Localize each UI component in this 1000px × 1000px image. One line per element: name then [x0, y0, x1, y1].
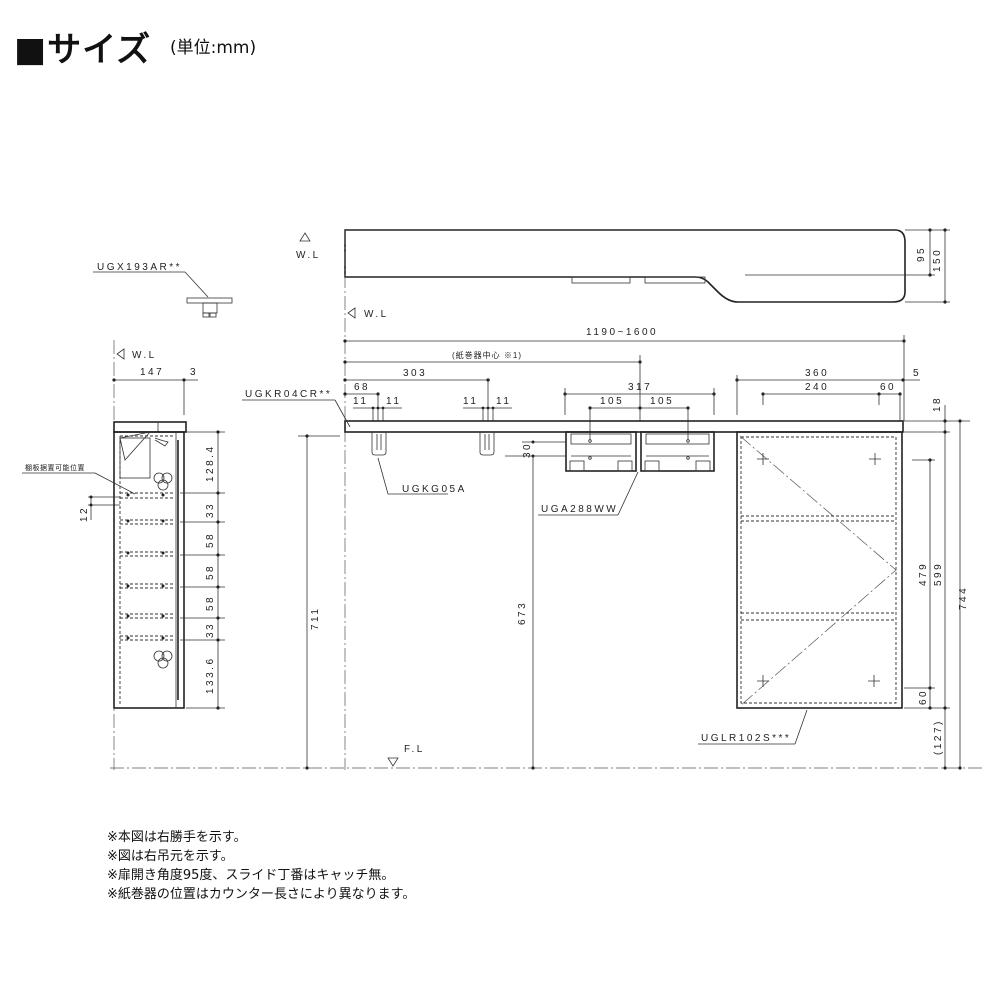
dim-holder-center: (紙巻器中心 ※1) [452, 350, 522, 360]
plan-view: 95 150 W.L [296, 228, 950, 304]
dim-60-bottom: 60 [918, 689, 929, 705]
holder-plan [571, 276, 631, 284]
shelf-positions-label: 棚板据置可能位置 [25, 463, 85, 472]
dim-303: 303 [403, 368, 427, 379]
wl-label: W.L [132, 350, 157, 361]
door-swing-lines [739, 435, 897, 707]
crosshair-marks [757, 453, 881, 687]
note: ※図は右吊元を示す。 [107, 849, 234, 864]
wl-marker-icon [116, 348, 125, 360]
dim-30: 30 [522, 442, 533, 458]
wl-label: W.L [296, 250, 321, 261]
wl-label: W.L [364, 309, 389, 320]
holder-plan [644, 276, 706, 284]
paper-holder [640, 431, 715, 472]
dim-11: 11 [353, 396, 368, 407]
dim-60: 60 [880, 382, 896, 393]
dim-127: (127) [933, 719, 944, 755]
dim-side-3: 58 [205, 532, 216, 548]
cabinet-part-label: UGLR102S*** [701, 733, 791, 744]
bracket [371, 432, 387, 456]
dim-12: 12 [79, 506, 90, 522]
note: ※扉開き角度95度、スライド丁番はキャッチ無。 [107, 868, 395, 883]
dim-599: 599 [933, 562, 944, 586]
cabinet-front [736, 431, 903, 709]
dim-744: 744 [958, 586, 969, 610]
dim-side-7: 133.6 [205, 656, 216, 694]
dim-18: 18 [932, 396, 943, 412]
dim-5: 5 [913, 368, 921, 379]
side-view: UGX193AR** W.L 147 3 [22, 262, 233, 770]
dim-150: 150 [932, 248, 943, 272]
dim-11: 11 [496, 396, 511, 407]
paper-holder-part-label: UGA288WW [541, 504, 618, 515]
wl-marker-icon [299, 232, 311, 242]
dim-side-2: 33 [205, 502, 216, 518]
counter-front [344, 420, 904, 433]
hinge-icon [153, 472, 173, 669]
dim-95: 95 [916, 246, 927, 262]
dim-711: 711 [310, 607, 321, 630]
rail-part-label: UGX193AR** [97, 262, 182, 273]
paper-holder [565, 431, 637, 472]
dim-240: 240 [805, 382, 829, 393]
dim-147: 147 [140, 367, 164, 378]
section-title: ■サイズ [14, 30, 152, 70]
dim-11: 11 [463, 396, 478, 407]
dim-side-5: 58 [205, 595, 216, 611]
fl-label: F.L [404, 744, 425, 755]
wl-marker-icon [347, 307, 356, 319]
dim-side-1: 128.4 [205, 444, 216, 482]
dim-105: 105 [600, 396, 624, 407]
note: ※本図は右勝手を示す。 [107, 830, 247, 845]
counter-part-label: UGKR04CR** [245, 389, 332, 400]
dim-360: 360 [805, 368, 829, 379]
dim-side-6: 33 [205, 622, 216, 638]
dim-479: 479 [918, 562, 929, 586]
dim-68: 68 [354, 382, 370, 393]
dim-105: 105 [650, 396, 674, 407]
shelf-positions [120, 492, 174, 641]
rail-part [186, 297, 233, 304]
dim-3: 3 [190, 367, 198, 378]
counter-plan-outline [344, 229, 906, 303]
dim-317: 317 [628, 382, 652, 393]
dim-673: 673 [517, 601, 528, 625]
front-view: W.L F.L 1190~1600 (紙巻器中心 ※1) 303 68 11 1… [110, 230, 985, 770]
side-cabinet [113, 431, 185, 709]
dim-width: 1190~1600 [586, 327, 658, 338]
unit-label: (単位:mm) [170, 38, 257, 58]
note: ※紙巻器の位置はカウンター長さにより異なります。 [107, 887, 416, 902]
side-vertical-ticks [180, 430, 225, 710]
notes: ※本図は右勝手を示す。 ※図は右吊元を示す。 ※扉開き角度95度、スライド丁番は… [107, 828, 415, 904]
fl-marker-icon [387, 757, 399, 767]
dim-11: 11 [386, 396, 401, 407]
bracket-part-label: UGKG05A [402, 484, 467, 495]
bracket [479, 432, 495, 456]
dim-side-4: 58 [205, 564, 216, 580]
